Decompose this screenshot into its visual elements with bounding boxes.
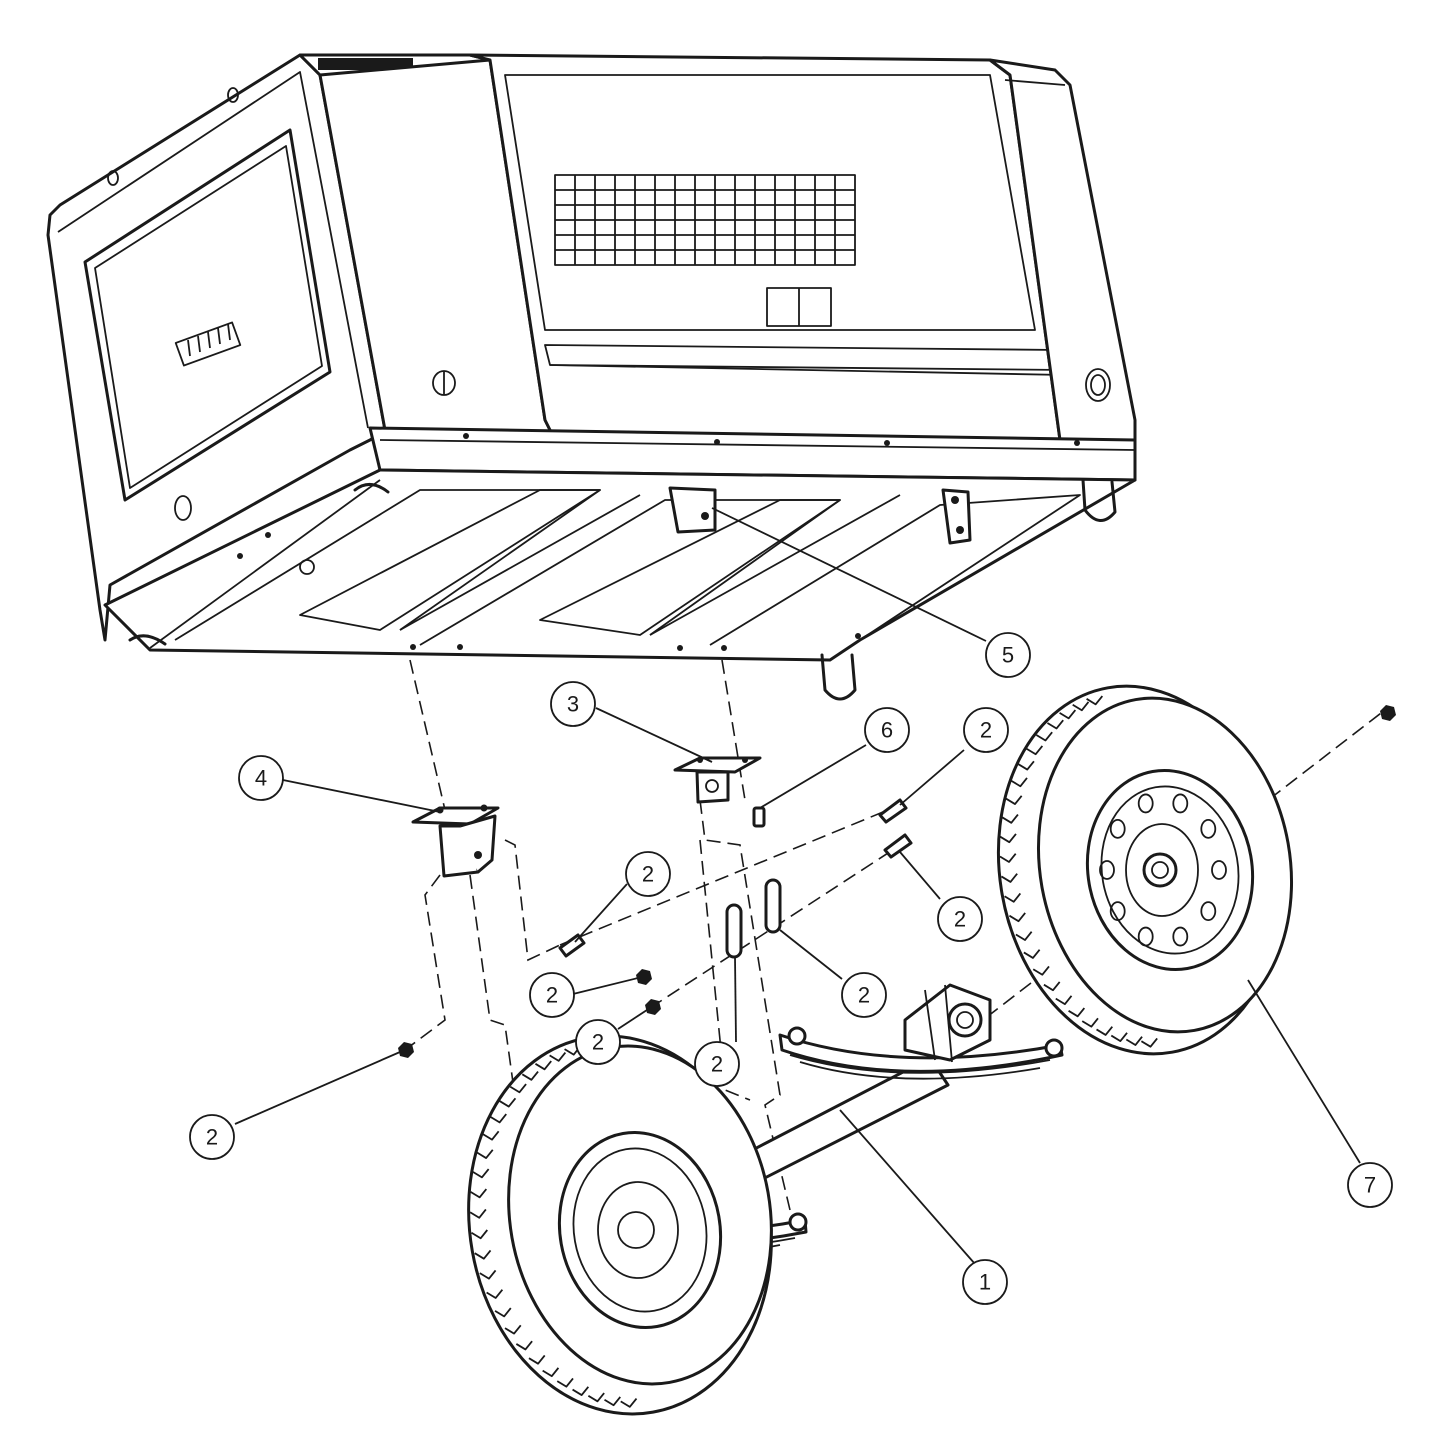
callout-2c: 2 (937, 896, 983, 942)
nut-icon (636, 969, 652, 985)
callout-2h: 2 (189, 1114, 235, 1160)
callout-2b-label: 2 (642, 862, 654, 887)
callout-6-label: 6 (881, 718, 893, 743)
callout-2e-label: 2 (858, 983, 870, 1008)
callout-5-label: 5 (1002, 643, 1014, 668)
callout-4-label: 4 (255, 766, 267, 791)
callout-2a-label: 2 (980, 718, 992, 743)
callout-2h-label: 2 (206, 1125, 218, 1150)
spring-hanger-bracket-4 (411, 804, 500, 878)
callout-2g-label: 2 (711, 1052, 723, 1077)
bolt-icon (878, 798, 908, 824)
shackle-link-icon (764, 878, 782, 934)
spring-hanger-bracket-3 (673, 756, 762, 804)
callout-3: 3 (550, 681, 596, 727)
callout-7: 7 (1347, 1162, 1393, 1208)
wheel-front (467, 1034, 773, 1416)
callout-4: 4 (238, 755, 284, 801)
bolt-icon (558, 933, 586, 958)
callout-3-label: 3 (567, 692, 579, 717)
callout-1: 1 (962, 1259, 1008, 1305)
callout-2g: 2 (694, 1041, 740, 1087)
fasteners (398, 705, 1396, 1058)
bolt-icon (752, 806, 766, 828)
callout-2b: 2 (625, 851, 671, 897)
callout-7-label: 7 (1364, 1173, 1376, 1198)
callout-1-label: 1 (979, 1270, 991, 1295)
enclosure-housing (46, 53, 1137, 701)
callout-leaders (234, 507, 1361, 1265)
callout-2e: 2 (841, 972, 887, 1018)
nut-icon (398, 1042, 414, 1058)
callout-5: 5 (985, 632, 1031, 678)
vent-slots-icon (174, 321, 242, 367)
bolt-icon (883, 833, 913, 859)
callout-2f: 2 (575, 1019, 621, 1065)
wheel-rear (996, 684, 1294, 1056)
nut-icon (1380, 705, 1396, 721)
callout-6: 6 (864, 707, 910, 753)
nut-icon (645, 999, 661, 1015)
callout-2c-label: 2 (954, 907, 966, 932)
shackle-link-icon (725, 903, 743, 959)
callout-2d-label: 2 (546, 983, 558, 1008)
callout-2a: 2 (963, 707, 1009, 753)
callout-2f-label: 2 (592, 1030, 604, 1055)
vent-grille (554, 174, 856, 266)
callout-2d: 2 (529, 972, 575, 1018)
